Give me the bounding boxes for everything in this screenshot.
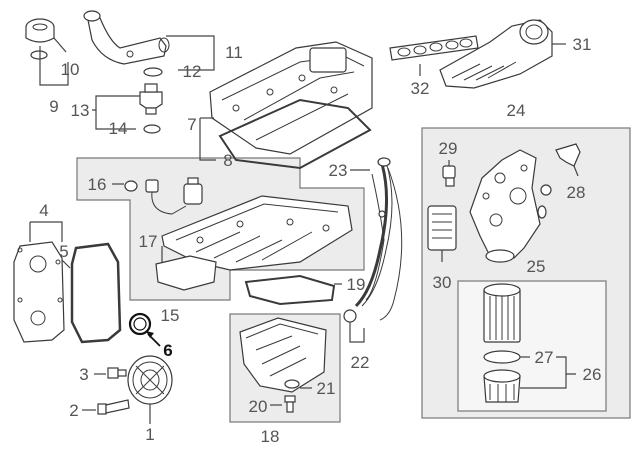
callout-23: 23 xyxy=(329,161,348,180)
housing-oring-part xyxy=(537,205,547,219)
callout-8: 8 xyxy=(223,151,232,170)
callout-14: 14 xyxy=(109,119,128,138)
upper-oil-pan-part xyxy=(161,195,353,271)
callout-27: 27 xyxy=(535,348,554,367)
callout-6: 6 xyxy=(163,341,172,360)
callout-29: 29 xyxy=(439,139,458,158)
filler-pipe-seal-part xyxy=(143,67,163,77)
oil-filler-pipe-part xyxy=(83,10,170,65)
lower-oil-pan-part xyxy=(239,317,327,393)
oil-filler-cap-part xyxy=(25,18,55,60)
callout-4: 4 xyxy=(39,201,48,220)
intake-manifold-gasket-part xyxy=(389,35,479,61)
crankshaft-pulley-part xyxy=(127,355,173,405)
callout-10: 10 xyxy=(61,60,80,79)
valve-cover-gasket-part xyxy=(218,98,372,170)
callout-20: 20 xyxy=(249,397,268,416)
callout-15: 15 xyxy=(161,306,180,325)
oil-pressure-sensor-part xyxy=(139,83,163,115)
callout-30: 30 xyxy=(433,273,452,292)
oil-level-sensor-part xyxy=(124,177,203,215)
callout-3: 3 xyxy=(79,365,88,384)
oil-filter-group-25-box xyxy=(457,280,607,412)
drain-plug-part xyxy=(284,395,296,413)
callout-32: 32 xyxy=(411,79,430,98)
callout-22: 22 xyxy=(351,353,370,372)
callout-5: 5 xyxy=(59,242,68,261)
oil-filter-element-part xyxy=(483,283,521,343)
callout-9: 9 xyxy=(49,97,58,116)
timing-cover-gasket-part xyxy=(70,242,122,344)
timing-cover-part xyxy=(13,241,65,343)
callout-17: 17 xyxy=(139,232,158,251)
housing-seal-part xyxy=(540,184,552,196)
oil-pan-gasket-part xyxy=(244,274,336,306)
crankshaft-seal-part xyxy=(128,312,152,336)
oil-cooler-part xyxy=(427,205,457,251)
callout-11: 11 xyxy=(225,43,243,62)
oil-filter-cap-part xyxy=(483,369,521,403)
callout-31: 31 xyxy=(573,35,592,54)
sensor-seal-part xyxy=(143,124,161,134)
callout-25: 25 xyxy=(527,257,546,276)
callout-13: 13 xyxy=(71,101,90,120)
callout-16: 16 xyxy=(88,175,107,194)
callout-7: 7 xyxy=(187,115,196,134)
callout-24: 24 xyxy=(507,101,526,120)
pulley-bolt-part xyxy=(97,399,130,415)
oil-dipstick-part xyxy=(343,157,403,323)
callout-2: 2 xyxy=(69,401,78,420)
oil-filter-housing-part xyxy=(469,149,541,263)
callout-1: 1 xyxy=(145,425,154,444)
callout-28: 28 xyxy=(567,183,586,202)
drain-plug-washer-part xyxy=(284,379,300,389)
crank-bolt-part xyxy=(107,367,127,379)
callout-21: 21 xyxy=(317,379,336,398)
oil-pan-baffle-part xyxy=(155,255,217,291)
filter-cap-oring-part xyxy=(483,350,521,364)
callout-18: 18 xyxy=(261,427,280,446)
callout-19: 19 xyxy=(347,275,366,294)
callout-26: 26 xyxy=(583,365,602,384)
callout-12: 12 xyxy=(183,62,202,81)
valve-cover-part xyxy=(209,41,373,155)
intake-manifold-part xyxy=(439,19,553,89)
